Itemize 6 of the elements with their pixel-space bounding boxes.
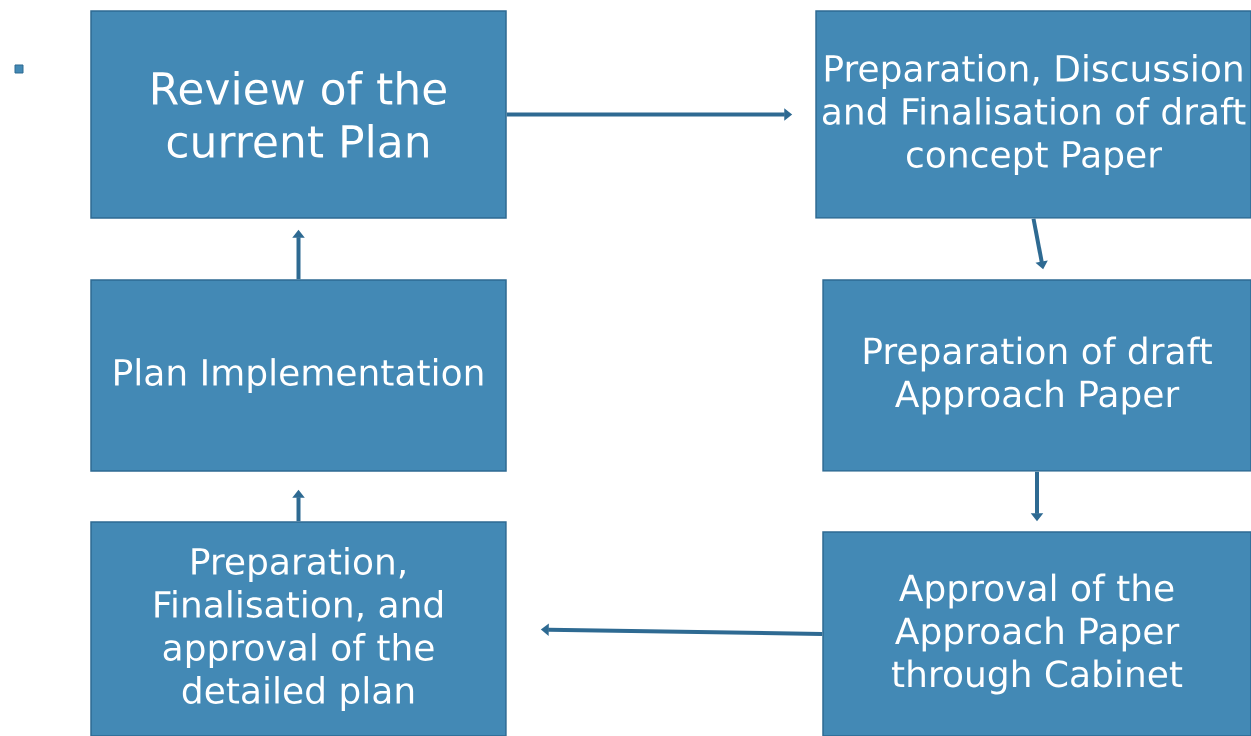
- process-box: Plan Implementation: [90, 279, 507, 472]
- process-box: Preparation of draft Approach Paper: [822, 279, 1251, 472]
- process-box: Preparation, Discussion and Finalisation of draft concept Paper: [815, 10, 1251, 219]
- process-box: Preparation, Finalisation, and approval of the detailed plan: [90, 521, 507, 736]
- process-box: Approval of the Approach Paper through Cabinet: [822, 531, 1251, 736]
- process-box: Review of the current Plan: [90, 10, 507, 219]
